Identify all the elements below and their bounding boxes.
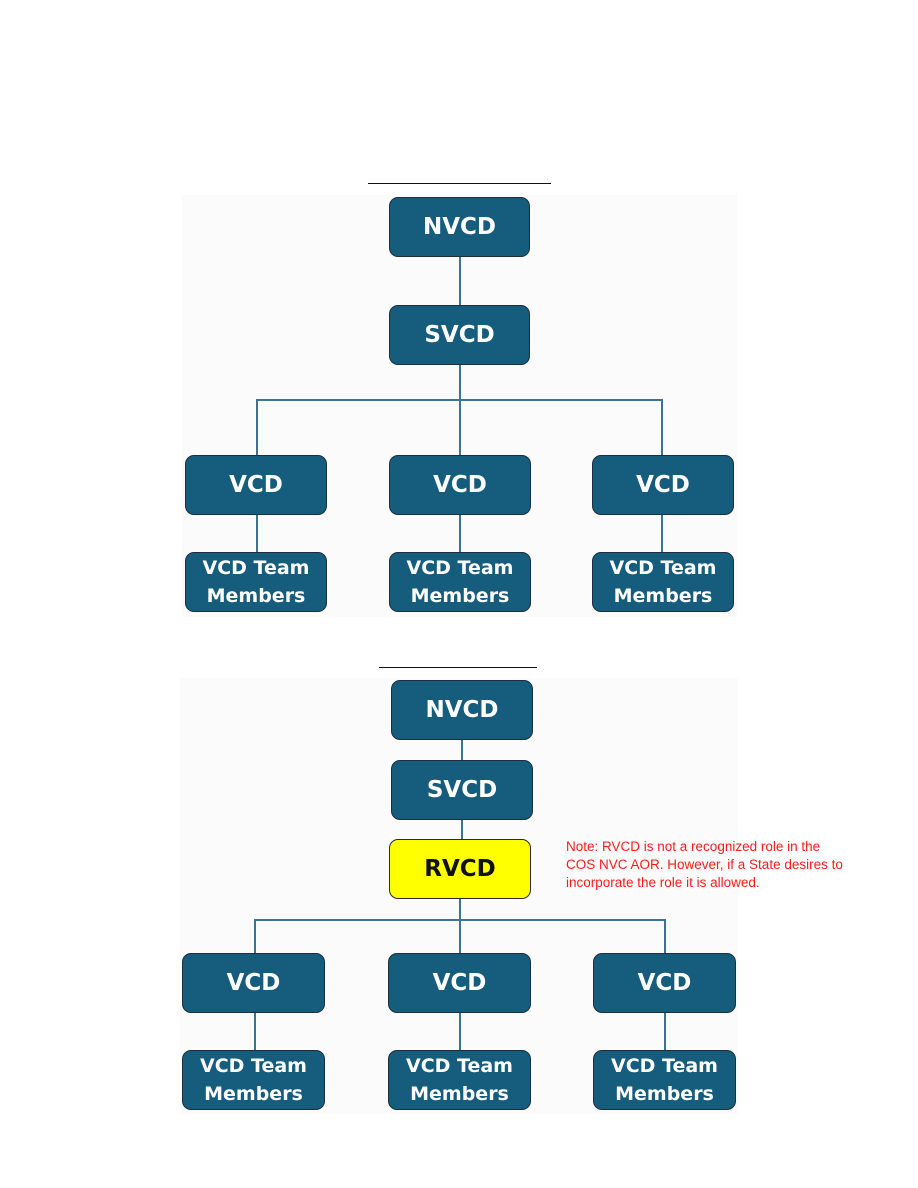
vcd-node: VCD — [592, 455, 734, 515]
title-underline-1 — [368, 183, 551, 184]
connector — [256, 399, 662, 401]
nvcd-node: NVCD — [389, 197, 530, 257]
connector — [664, 919, 666, 953]
svcd-node: SVCD — [389, 305, 530, 365]
connector — [461, 739, 463, 761]
vcd-node: VCD — [593, 953, 736, 1013]
connector — [254, 1012, 256, 1051]
connector — [459, 1012, 461, 1051]
vcd-node: VCD — [388, 953, 531, 1013]
vcd-team-members-node: VCD Team Members — [185, 552, 327, 612]
nvcd-node: NVCD — [391, 680, 533, 740]
vcd-team-members-node: VCD Team Members — [182, 1050, 325, 1110]
connector — [459, 514, 461, 553]
vcd-team-members-node: VCD Team Members — [389, 552, 531, 612]
connector — [661, 399, 663, 455]
svcd-node: SVCD — [391, 760, 533, 820]
vcd-team-members-node: VCD Team Members — [592, 552, 734, 612]
connector — [254, 919, 665, 921]
rvcd-note: Note: RVCD is not a recognized role in t… — [566, 839, 843, 890]
connector — [459, 256, 461, 306]
connector — [459, 898, 461, 953]
vcd-team-members-node: VCD Team Members — [388, 1050, 531, 1110]
title-underline-2 — [379, 667, 537, 668]
connector — [661, 514, 663, 553]
connector — [256, 399, 258, 455]
vcd-team-members-node: VCD Team Members — [593, 1050, 736, 1110]
connector — [254, 919, 256, 953]
vcd-node: VCD — [182, 953, 325, 1013]
rvcd-node: RVCD — [389, 839, 531, 899]
connector — [459, 364, 461, 455]
vcd-node: VCD — [185, 455, 327, 515]
connector — [256, 514, 258, 553]
vcd-node: VCD — [389, 455, 531, 515]
connector — [461, 819, 463, 840]
connector — [664, 1012, 666, 1051]
